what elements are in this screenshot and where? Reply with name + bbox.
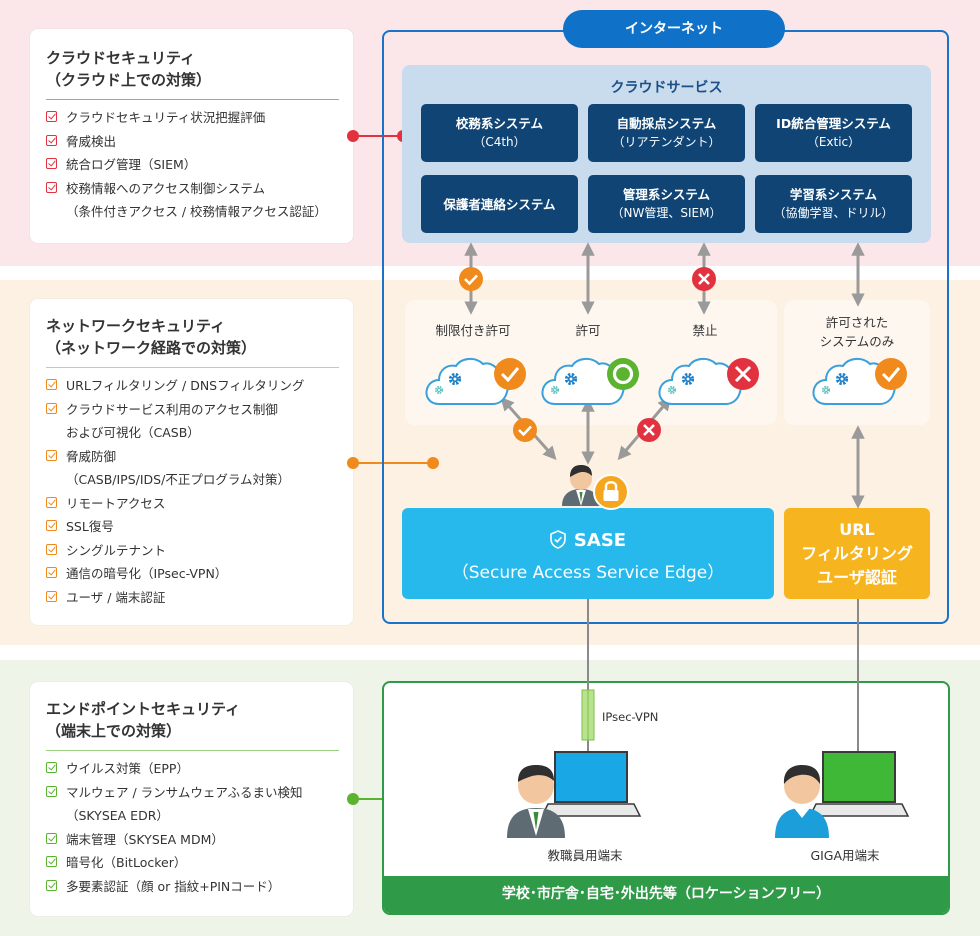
label-allowed-only-2: システムのみ: [819, 334, 895, 349]
network-connector-line: [353, 462, 433, 464]
url-filter-line2: フィルタリング: [801, 543, 913, 563]
checkbox-icon: [46, 856, 57, 867]
cloud-security-list: クラウドセキュリティ状況把握評価 脅威検出 統合ログ管理（SIEM） 校務情報へ…: [30, 106, 353, 224]
sase-title: SASE: [573, 530, 627, 551]
list-item: シングルテナント: [46, 539, 353, 563]
system-box: 保護者連絡システム: [421, 175, 578, 233]
list-item-continuation: （条件付きアクセス / 校務情報アクセス認証）: [66, 204, 327, 219]
list-item: SSL復号: [46, 515, 353, 539]
system-box: 自動採点システム（リアテンダント）: [588, 104, 745, 162]
checkbox-icon: [46, 379, 57, 390]
cloud-connector-dot: [347, 130, 359, 142]
list-item: クラウドセキュリティ状況把握評価: [46, 106, 353, 130]
list-item: 通信の暗号化（IPsec-VPN）: [46, 562, 353, 586]
cloud-services-title: クラウドサービス: [610, 80, 723, 96]
checkbox-icon: [46, 158, 57, 169]
label-allowed-only-1: 許可された: [825, 315, 889, 330]
giga-device-label: GIGA用端末: [810, 848, 880, 863]
access-panel-sase: [405, 300, 777, 425]
list-item: ユーザ / 端末認証: [46, 586, 353, 610]
list-item: 脅威検出: [46, 130, 353, 154]
cloud-security-card: クラウドセキュリティ （クラウド上での対策） クラウドセキュリティ状況把握評価 …: [30, 29, 353, 243]
network-connector-dot: [427, 457, 439, 469]
list-item: 統合ログ管理（SIEM）: [46, 153, 353, 177]
card-divider: [46, 367, 339, 368]
sase-subtitle: （Secure Access Service Edge）: [451, 563, 725, 583]
checkbox-icon: [46, 496, 57, 508]
checkbox-icon: [46, 567, 57, 578]
list-item: 脅威防御: [46, 445, 353, 469]
internet-label: インターネット: [563, 10, 785, 48]
checkbox-icon: [46, 402, 57, 414]
shield-icon: [550, 530, 566, 554]
cloud-security-title: クラウドセキュリティ: [46, 49, 196, 67]
endpoint-security-card: エンドポイントセキュリティ （端末上での対策） ウイルス対策（EPP） マルウェ…: [30, 682, 353, 916]
list-item-continuation: （SKYSEA EDR）: [66, 808, 169, 823]
list-item: マルウェア / ランサムウェアふるまい検知: [46, 781, 353, 805]
endpoint-security-title: エンドポイントセキュリティ: [46, 700, 241, 718]
system-box: 校務系システム（C4th）: [421, 104, 578, 162]
url-filter-line1: URL: [839, 519, 875, 539]
sase-box: SASE （Secure Access Service Edge）: [402, 508, 774, 599]
list-item-continuation: および可視化（CASB）: [66, 425, 200, 440]
card-divider: [46, 99, 339, 100]
list-item: クラウドサービス利用のアクセス制御: [46, 398, 353, 422]
url-filter-box: URL フィルタリング ユーザ認証: [784, 508, 930, 599]
endpoint-security-subtitle: （端末上での対策）: [46, 722, 182, 740]
list-item: 校務情報へのアクセス制御システム: [46, 177, 353, 201]
list-item: URLフィルタリング / DNSフィルタリング: [46, 374, 353, 398]
card-divider: [46, 750, 339, 751]
checkbox-icon: [46, 181, 57, 193]
network-security-list: URLフィルタリング / DNSフィルタリング クラウドサービス利用のアクセス制…: [30, 374, 353, 609]
location-bar: 学校･市庁舎･自宅･外出先等（ロケーションフリー）: [384, 876, 948, 913]
label-limited-allow: 制限付き許可: [435, 323, 511, 338]
checkbox-icon: [46, 520, 57, 531]
vpn-label: IPsec-VPN: [602, 710, 659, 724]
list-item: 端末管理（SKYSEA MDM）: [46, 828, 353, 852]
network-security-title: ネットワークセキュリティ: [46, 317, 226, 335]
checkbox-icon: [46, 762, 57, 773]
system-box: 学習系システム（協働学習、ドリル）: [755, 175, 912, 233]
list-item: 暗号化（BitLocker）: [46, 851, 353, 875]
list-item-continuation: （CASB/IPS/IDS/不正プログラム対策）: [66, 472, 290, 487]
cloud-connector-line: [353, 135, 403, 137]
list-item: ウイルス対策（EPP）: [46, 757, 353, 781]
label-deny: 禁止: [692, 323, 718, 338]
checkbox-icon: [46, 832, 57, 844]
cloud-security-subtitle: （クラウド上での対策）: [46, 71, 212, 89]
list-item: リモートアクセス: [46, 492, 353, 516]
checkbox-icon: [46, 879, 57, 891]
checkbox-icon: [46, 785, 57, 797]
list-item: 多要素認証（顔 or 指紋+PINコード）: [46, 875, 353, 899]
checkbox-icon: [46, 134, 57, 146]
network-connector-dot: [347, 457, 359, 469]
system-box: ID統合管理システム（Extic）: [755, 104, 912, 162]
checkbox-icon: [46, 543, 57, 555]
staff-device-label: 教職員用端末: [547, 848, 623, 863]
url-filter-line3: ユーザ認証: [817, 567, 897, 587]
checkbox-icon: [46, 449, 57, 461]
system-box: 管理系システム（NW管理、SIEM）: [588, 175, 745, 233]
endpoint-security-list: ウイルス対策（EPP） マルウェア / ランサムウェアふるまい検知 （SKYSE…: [30, 757, 353, 898]
network-security-subtitle: （ネットワーク経路での対策）: [46, 339, 257, 357]
network-security-card: ネットワークセキュリティ （ネットワーク経路での対策） URLフィルタリング /…: [30, 299, 353, 625]
checkbox-icon: [46, 111, 57, 122]
endpoint-connector-dot: [347, 793, 359, 805]
checkbox-icon: [46, 590, 57, 602]
label-allow: 許可: [575, 323, 601, 338]
